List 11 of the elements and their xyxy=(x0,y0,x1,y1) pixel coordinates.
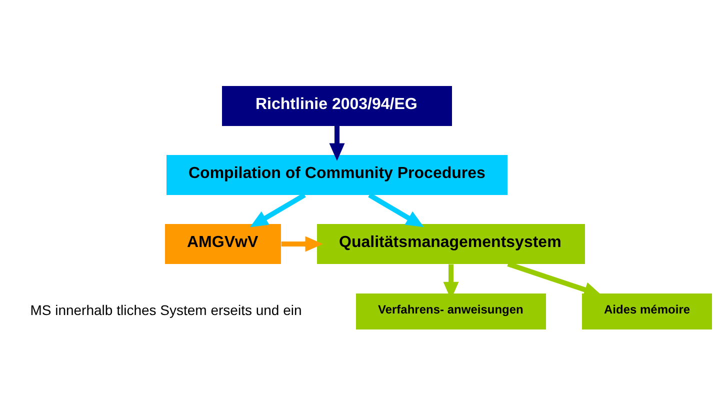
node-box: AMGVwV xyxy=(165,224,281,264)
node-box: Qualitätsmanagementsystem xyxy=(317,224,585,264)
arrow xyxy=(281,236,324,252)
node-box: Compilation of Community Procedures xyxy=(166,155,508,195)
label: MS innerhalb tliches System erseits und ein xyxy=(30,302,302,318)
node-box: Richtlinie 2003/94/EG xyxy=(222,86,452,126)
arrow xyxy=(368,192,424,228)
node-box: Verfahrens- anweisungen xyxy=(356,294,546,330)
arrow xyxy=(329,126,345,161)
arrow xyxy=(250,192,306,228)
node-box: Aides mémoire xyxy=(582,294,712,330)
